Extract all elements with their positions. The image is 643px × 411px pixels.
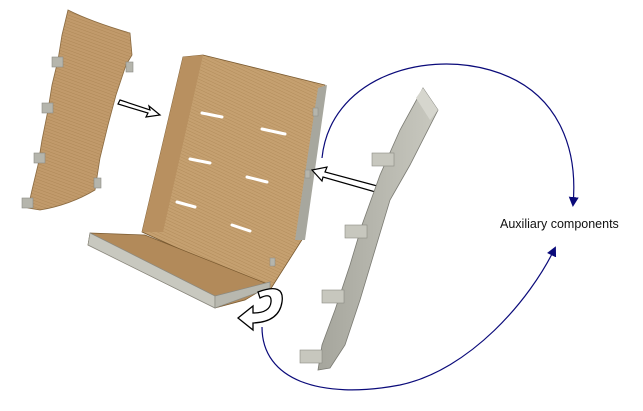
auxiliary-pointer-curves [261, 63, 579, 391]
main-display-panel [87, 54, 327, 309]
slot-5 [175, 200, 197, 209]
slot-2 [260, 127, 287, 136]
right-tab-4 [299, 349, 323, 364]
slot-3 [188, 157, 212, 165]
left-tab-1 [51, 56, 64, 68]
slot-1 [200, 111, 224, 119]
left-tab-5 [125, 61, 134, 73]
slot-6 [230, 223, 252, 233]
left-tab-2 [41, 102, 54, 114]
left-tab-6 [93, 177, 102, 189]
slot-4 [245, 175, 269, 184]
arrow-left-icon [310, 166, 382, 194]
lower-curve [261, 246, 557, 391]
left-side-panel [21, 9, 134, 211]
arrow-right-icon [117, 99, 162, 118]
right-tab-2 [344, 224, 368, 239]
auxiliary-components-label: Auxiliary components [500, 217, 619, 231]
right-side-panel [299, 87, 439, 371]
left-tab-4 [21, 197, 34, 209]
right-tab-3 [321, 289, 345, 304]
fold-arrow-icon [236, 288, 283, 332]
right-tab-1 [371, 152, 395, 167]
left-tab-3 [33, 152, 46, 164]
upper-curve [321, 63, 579, 207]
